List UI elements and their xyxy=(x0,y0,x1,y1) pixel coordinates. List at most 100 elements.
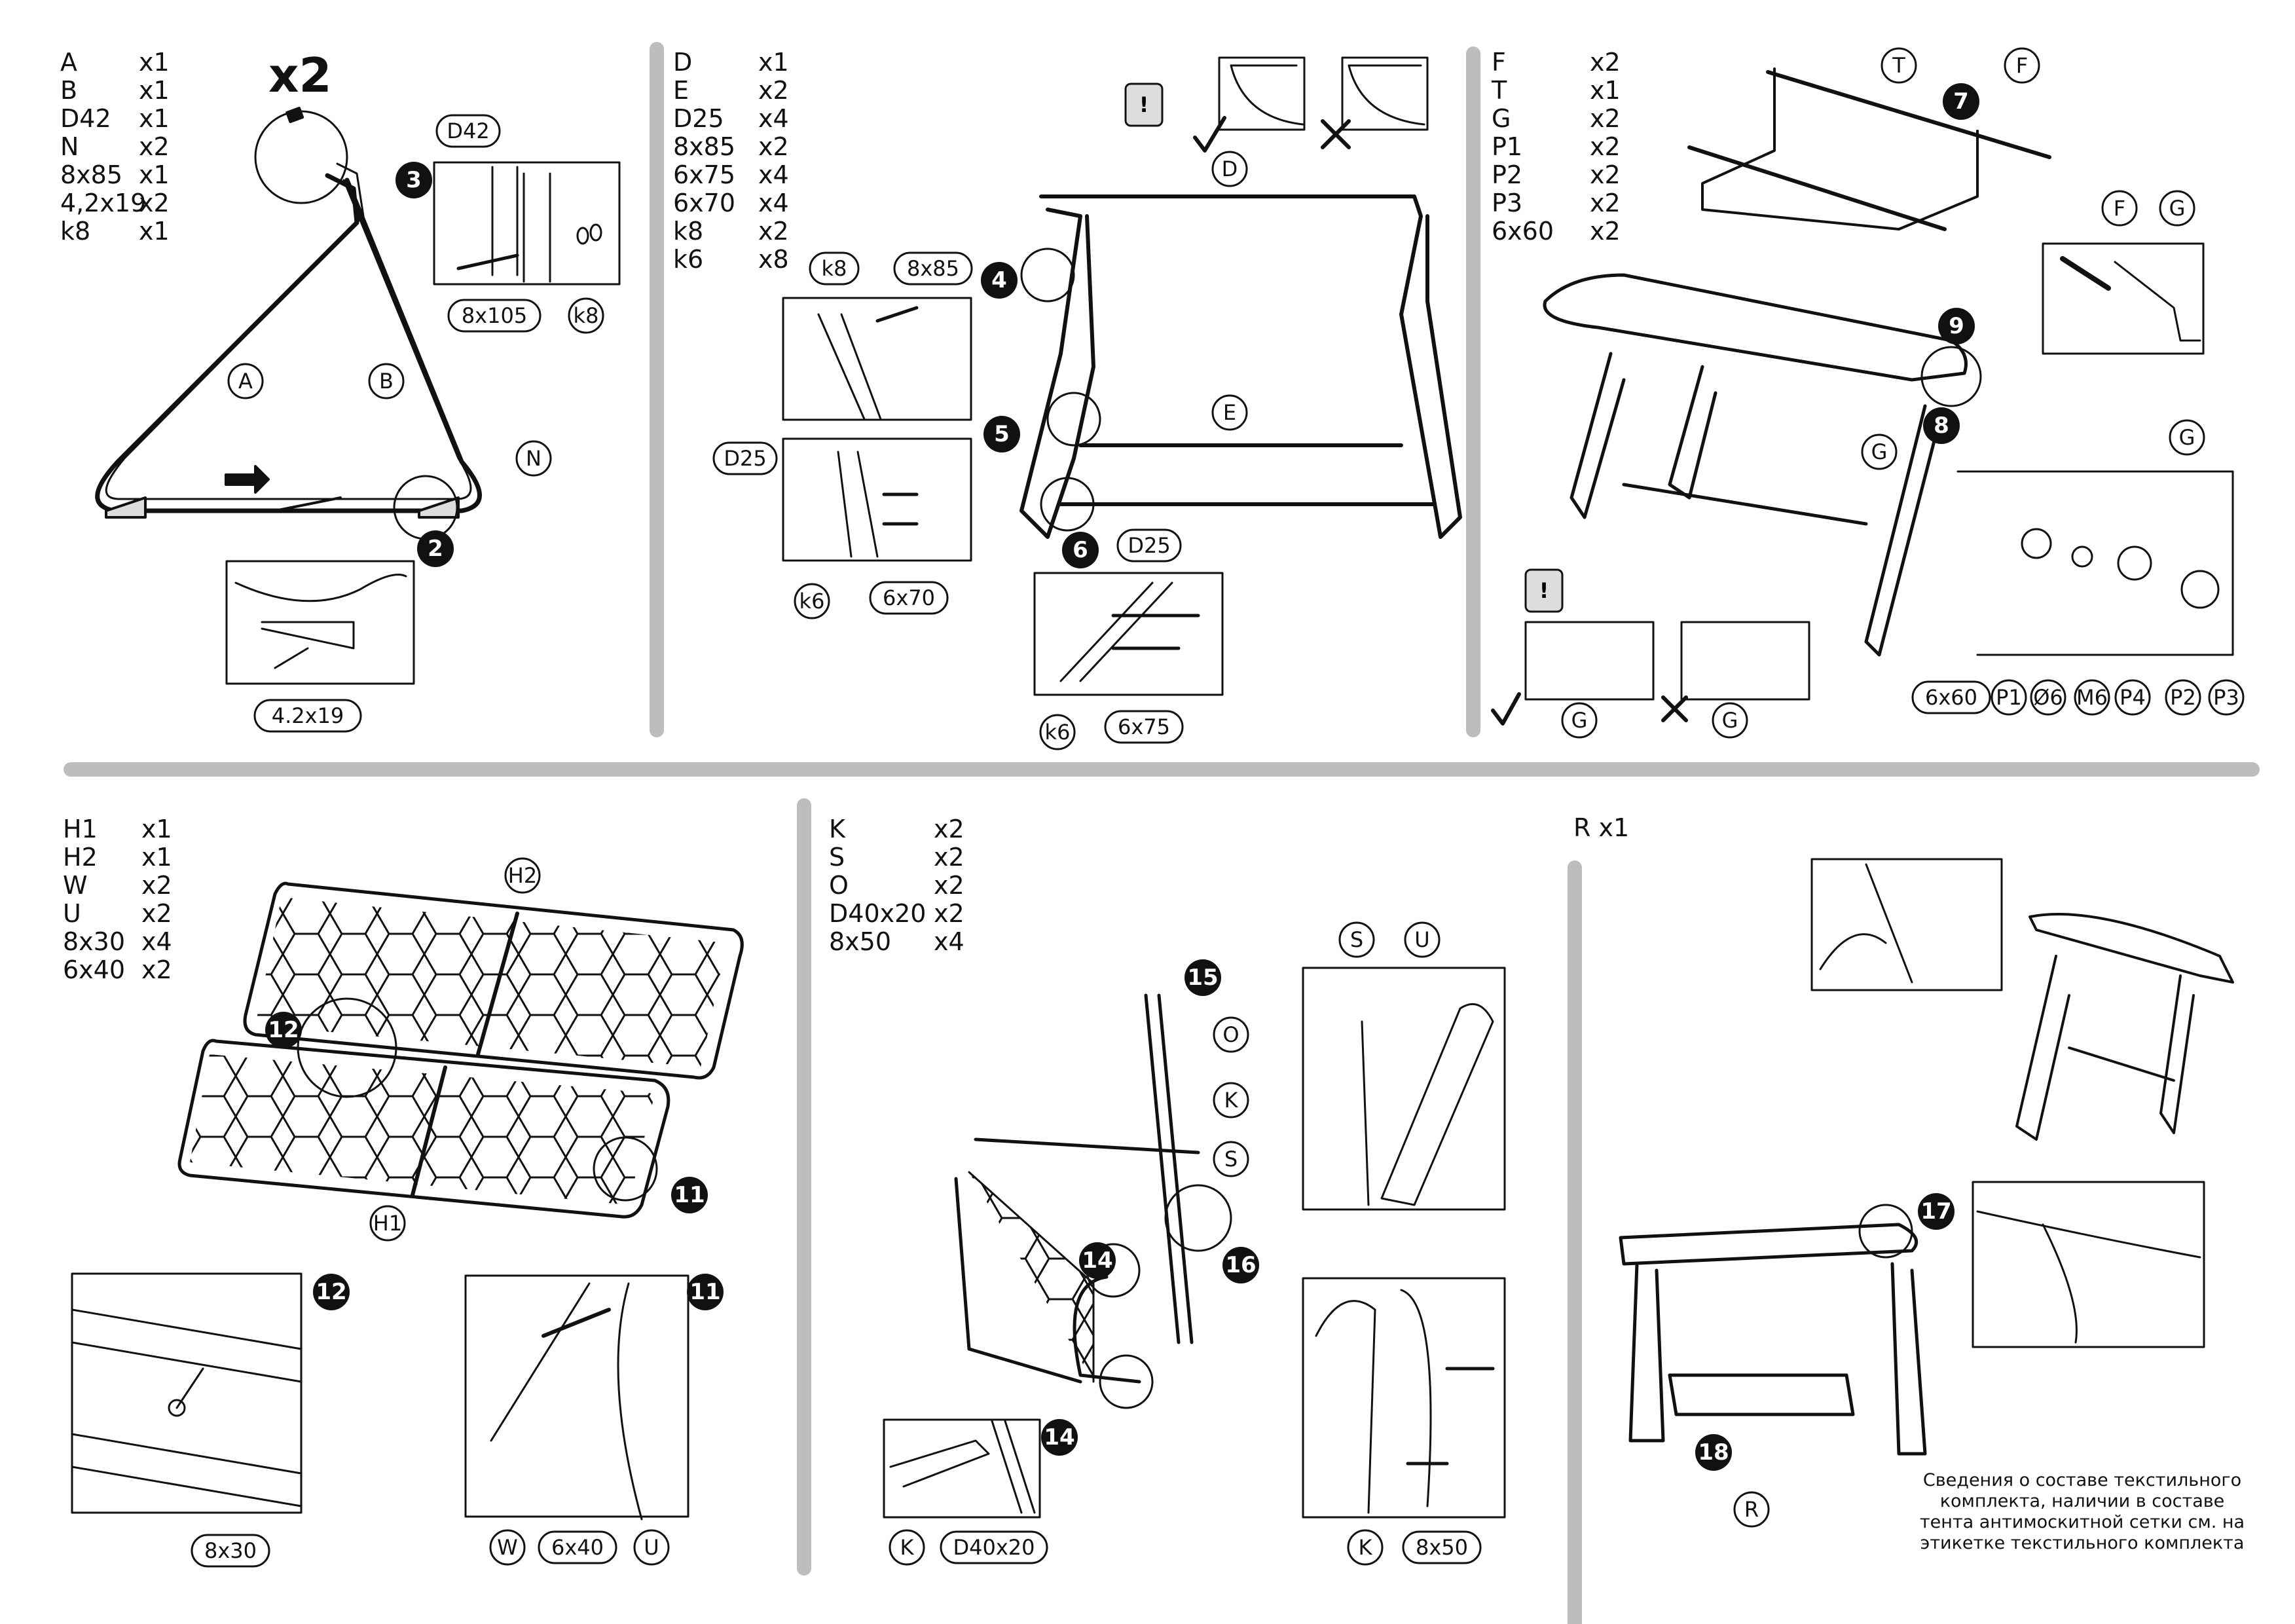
callout-m6: M6 xyxy=(2074,679,2110,716)
part-qty: x4 xyxy=(758,160,789,189)
svg-text:D: D xyxy=(1222,157,1238,181)
svg-text:6x40: 6x40 xyxy=(551,1535,604,1560)
panel-dividers xyxy=(64,42,2260,1624)
check-ok-drawing xyxy=(1193,56,1306,153)
part-code: 8x85 xyxy=(673,132,736,161)
part-code: F xyxy=(1492,48,1506,77)
svg-text:K: K xyxy=(1224,1088,1239,1113)
parts-list-step6: R x1 xyxy=(1573,813,1630,842)
callout-k: K xyxy=(1213,1082,1249,1118)
svg-text:x2: x2 xyxy=(268,48,332,103)
step-badge-17: 17 xyxy=(1918,1193,1955,1230)
callout-o: O xyxy=(1213,1016,1249,1053)
detail-box-4 xyxy=(782,297,972,421)
part-code: D40x20 xyxy=(829,899,927,928)
part-code: 6x75 xyxy=(673,160,736,189)
svg-text:12: 12 xyxy=(316,1279,346,1305)
fail-mount-detail xyxy=(1661,621,1810,722)
part-code: N xyxy=(60,132,79,161)
callout-p1: P1 xyxy=(1991,679,2027,716)
part-qty: x2 xyxy=(934,843,964,872)
svg-text:8x85: 8x85 xyxy=(907,256,959,281)
swing-with-canopy-drawing xyxy=(1543,273,1968,657)
callout-g: G xyxy=(2159,190,2195,227)
step-badge-18: 18 xyxy=(1695,1434,1732,1471)
svg-text:O: O xyxy=(1222,1022,1239,1047)
svg-text:F: F xyxy=(2016,53,2028,78)
part-qty: x2 xyxy=(934,899,964,928)
detail-box-6 xyxy=(1033,572,1224,696)
callout-u: U xyxy=(633,1529,670,1566)
part-code: k8 xyxy=(673,217,704,246)
svg-text:P4: P4 xyxy=(2120,685,2146,710)
svg-text:B: B xyxy=(379,369,394,394)
part-code: 8x50 xyxy=(829,927,892,956)
svg-text:F: F xyxy=(2114,196,2125,221)
svg-text:6x70: 6x70 xyxy=(883,585,935,610)
callout-p4: P4 xyxy=(2114,679,2151,716)
callout-g: G xyxy=(1561,702,1598,739)
part-qty: x2 xyxy=(1590,132,1621,161)
part-code: P1 xyxy=(1492,132,1523,161)
svg-text:R: R xyxy=(1744,1497,1759,1522)
arrow-icon xyxy=(225,465,270,494)
callout-d25: D25 xyxy=(712,441,778,475)
ok-mount-detail xyxy=(1491,621,1655,726)
svg-text:G: G xyxy=(1871,439,1888,464)
part-code: D42 xyxy=(60,104,111,133)
svg-text:T: T xyxy=(1892,53,1905,78)
svg-text:12: 12 xyxy=(268,1017,299,1043)
part-code: A xyxy=(60,48,77,77)
svg-text:G: G xyxy=(1571,708,1588,733)
callout-k: K xyxy=(1347,1529,1384,1566)
part-code: D25 xyxy=(673,104,724,133)
part-qty: x2 xyxy=(141,899,172,928)
step-badge-2: 2 xyxy=(417,530,454,567)
callout-d25: D25 xyxy=(1116,528,1182,563)
canopy-drawing xyxy=(1687,67,2051,231)
callout-s6x70: 6x70 xyxy=(869,581,949,615)
detail-box-chain xyxy=(1302,967,1506,1211)
check-fail-drawing xyxy=(1321,56,1429,149)
callout-a: A xyxy=(227,363,264,399)
detail-box-f-g xyxy=(2042,242,2205,355)
svg-text:6: 6 xyxy=(1073,537,1088,563)
part-qty: x2 xyxy=(1590,48,1621,77)
part-qty: x2 xyxy=(1590,189,1621,217)
detail-box-14 xyxy=(883,1418,1041,1519)
svg-text:8: 8 xyxy=(1934,413,1949,439)
part-qty: x1 xyxy=(139,104,170,133)
callout-s6x75: 6x75 xyxy=(1104,710,1184,744)
callout-s8x30: 8x30 xyxy=(191,1534,270,1568)
callout-g: G xyxy=(1712,702,1748,739)
part-qty: x1 xyxy=(139,76,170,105)
part-qty: x2 xyxy=(758,76,789,105)
callout-r: R xyxy=(1733,1491,1770,1528)
callout-g: G xyxy=(1861,434,1898,470)
svg-text:5: 5 xyxy=(994,421,1010,447)
svg-text:9: 9 xyxy=(1949,313,1964,339)
step-badge-16: 16 xyxy=(1222,1247,1259,1283)
step-badge-4: 4 xyxy=(981,262,1018,299)
part-qty: x1 xyxy=(141,815,172,843)
svg-text:N: N xyxy=(526,446,542,471)
step-badge-3: 3 xyxy=(395,162,432,198)
warning-icon: ! xyxy=(1124,83,1164,127)
detail-box-17-top xyxy=(1810,858,2003,991)
part-qty: x2 xyxy=(1590,160,1621,189)
